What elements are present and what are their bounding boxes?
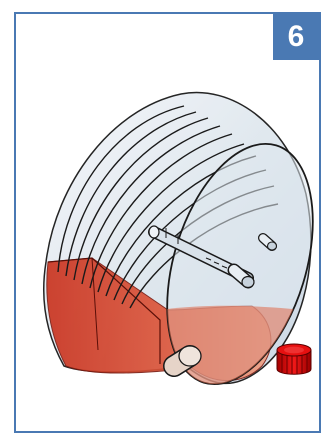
tank-illustration (16, 14, 319, 431)
threaded-cap (277, 344, 311, 374)
step-panel: 6 (14, 12, 321, 433)
